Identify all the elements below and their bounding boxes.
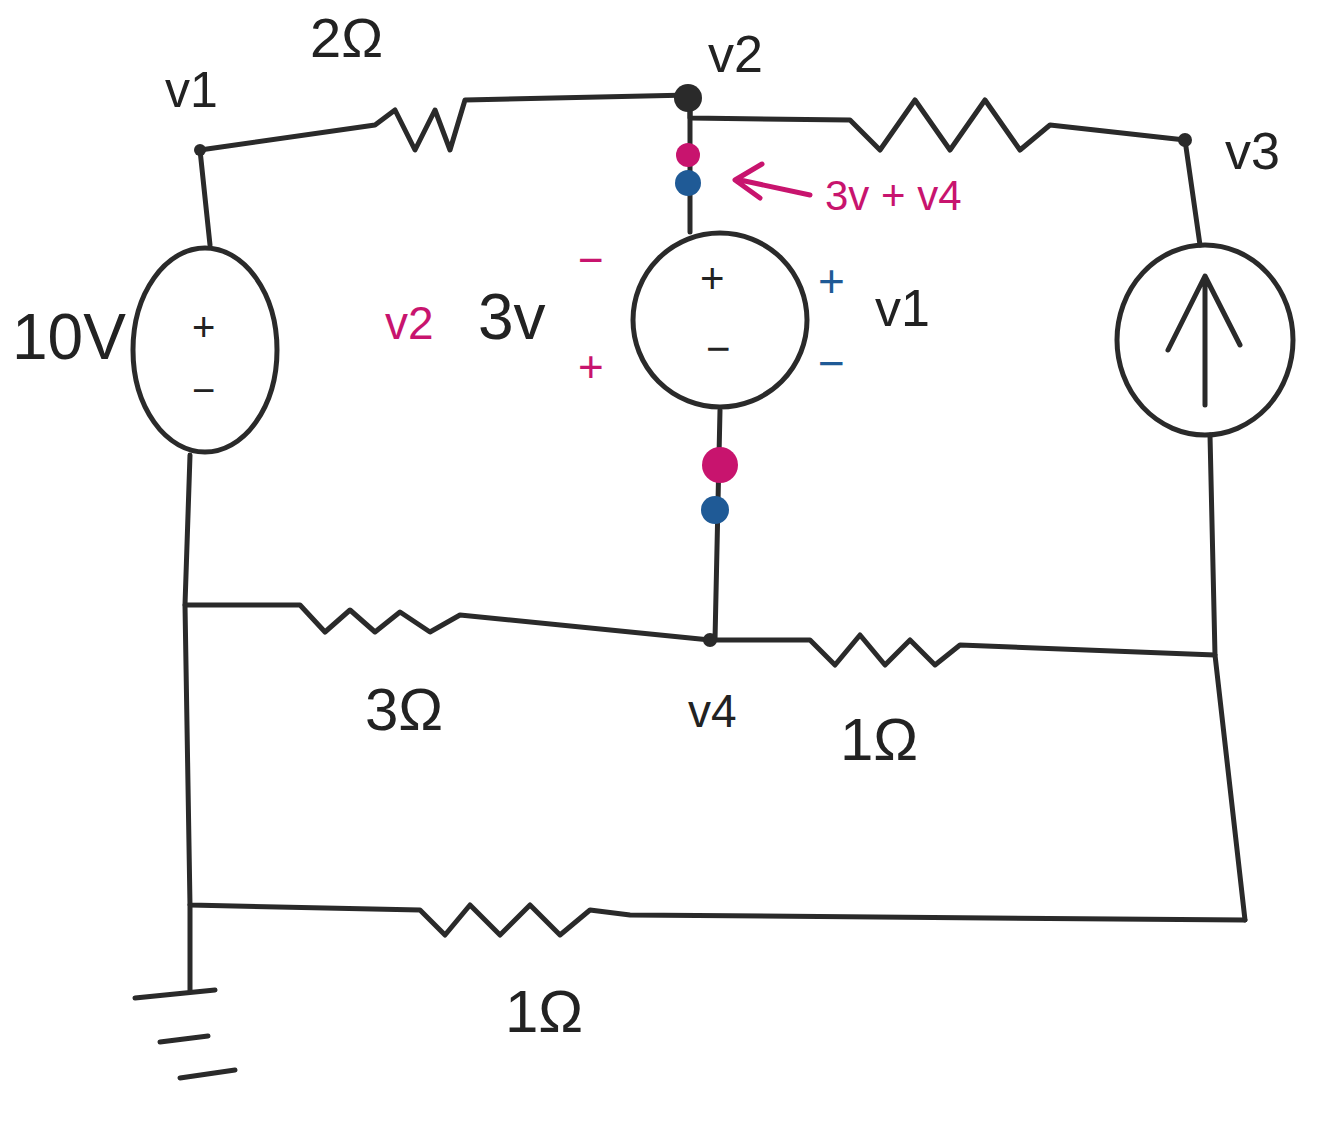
ground-symbol: [135, 905, 235, 1078]
wire-with-bottom-resistor: [185, 605, 1245, 935]
polarity-mark: +: [578, 345, 604, 389]
wire: [200, 150, 210, 245]
polarity-mark: +: [818, 258, 845, 304]
node-voltage-label: v1: [165, 65, 218, 115]
polarity-mark: +: [700, 258, 725, 300]
annotation: v2: [385, 300, 434, 346]
wire-with-1-ohm-resistor: [710, 635, 1215, 665]
wire-with-3-ohm-resistor: [185, 455, 710, 640]
node-voltage-label: v2: [708, 28, 763, 80]
polarity-mark: −: [706, 328, 731, 370]
source-outline: [630, 230, 810, 410]
resistance-label: 1Ω: [505, 982, 583, 1042]
node-dot: [674, 84, 702, 112]
node-dot: [194, 144, 206, 156]
source-circle: [133, 248, 277, 452]
node-dot: [703, 633, 717, 647]
polarity-mark: −: [192, 370, 215, 410]
node-voltage-label: v4: [688, 688, 737, 734]
polarity-mark: −: [818, 340, 845, 386]
current-source-symbol: [1117, 245, 1293, 435]
resistance-label: 1Ω: [840, 710, 918, 770]
blue-dot: [701, 496, 729, 524]
voltage-source: +−: [130, 245, 280, 455]
annotation: 3v + v4: [825, 175, 962, 217]
node-voltage-label: v3: [1225, 125, 1280, 177]
pink-dot: [676, 143, 700, 167]
voltage-label: v1: [875, 282, 930, 334]
polarity-mark: +: [192, 307, 215, 347]
wire: [1210, 435, 1245, 920]
node-dot: [1178, 133, 1192, 147]
polarity-mark: −: [578, 238, 604, 282]
wire-with-top-resistor: [690, 95, 1185, 150]
source-outline: [130, 245, 280, 455]
blue-dot: [675, 170, 701, 196]
resistance-label: 2Ω: [310, 10, 383, 66]
wire-with-2-ohm-resistor: [200, 95, 690, 150]
source-circle: [633, 233, 807, 407]
pink-arrow: [735, 164, 810, 198]
source-value: 3v: [478, 285, 546, 349]
wire: [1185, 140, 1200, 245]
dependent-voltage-source: +−: [630, 230, 810, 410]
resistance-label: 3Ω: [365, 680, 443, 740]
pink-dot: [702, 447, 738, 483]
wire: [715, 410, 720, 640]
current-arrow: [1168, 276, 1240, 405]
source-value: 10V: [12, 305, 126, 369]
